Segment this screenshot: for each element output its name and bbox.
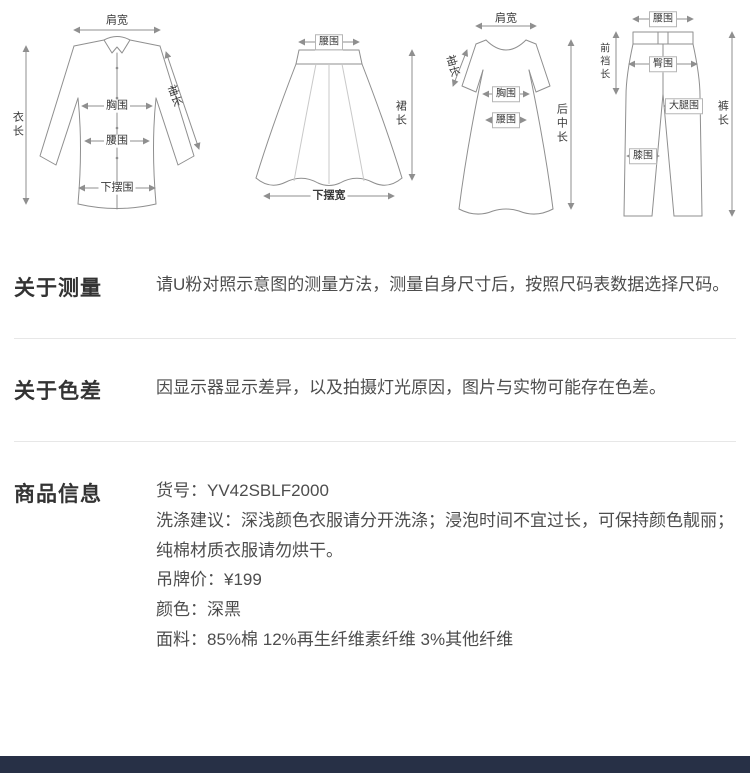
section-product-info-heading: 商品信息: [14, 483, 102, 506]
shirt-hem-label: 下摆围: [98, 181, 136, 195]
shirt-shoulder-label: 肩宽: [106, 14, 128, 27]
shirt-chest-label: 胸围: [104, 99, 130, 113]
shirt-waist-label: 腰围: [104, 134, 130, 148]
pants-measure-diagram: 腰围 前裆长 臀围 大腿围 膝围 裤长: [588, 6, 738, 236]
section-color-difference: 关于色差 因显示器显示差异，以及拍摄灯光原因，图片与实物可能存在色差。: [0, 339, 750, 441]
skirt-measure-diagram: 腰围 裙长 下摆宽: [234, 6, 424, 236]
shirt-measure-diagram: 肩宽 衣长 胸围 腰围 下摆围 袖长: [11, 6, 227, 236]
divider: [14, 338, 736, 339]
dress-shoulder-label: 肩宽: [495, 12, 517, 25]
section-product-info-body: 货号：YV42SBLF2000 洗涤建议：深浅颜色衣服请分开洗涤；浸泡时间不宜过…: [156, 476, 736, 655]
size-guide-diagrams: 肩宽 衣长 胸围 腰围 下摆围 袖长 腰围 裙长 下摆宽: [0, 0, 750, 236]
measurement-text: 请U粉对照示意图的测量方法，测量自身尺寸后，按照尺码表数据选择尺码。: [156, 275, 730, 294]
section-measurement: 关于测量 请U粉对照示意图的测量方法，测量自身尺寸后，按照尺码表数据选择尺码。: [0, 236, 750, 338]
section-color-difference-heading: 关于色差: [14, 380, 102, 403]
skirt-outline-svg: [255, 38, 416, 200]
pants-length-label: 裤长: [716, 100, 729, 128]
dress-chest-label: 胸围: [492, 86, 520, 102]
skirt-waist-label: 腰围: [315, 34, 343, 50]
product-info-fabric: 面料：85%棉 12%再生纤维素纤维 3%其他纤维: [156, 629, 514, 649]
shirt-outline-svg: [22, 26, 201, 210]
shirt-length-label: 衣长: [11, 111, 24, 139]
section-measurement-body: 请U粉对照示意图的测量方法，测量自身尺寸后，按照尺码表数据选择尺码。: [156, 270, 736, 300]
dress-back-length-label: 后中长: [555, 103, 568, 145]
product-info-washing: 洗涤建议：深浅颜色衣服请分开洗涤；浸泡时间不宜过长，可保持颜色靓丽；纯棉材质衣服…: [156, 510, 734, 560]
skirt-hem-width-label: 下摆宽: [310, 189, 348, 203]
product-info-item-number: 货号：YV42SBLF2000: [156, 481, 329, 500]
color-difference-text: 因显示器显示差异，以及拍摄灯光原因，图片与实物可能存在色差。: [156, 378, 666, 397]
pants-hip-label: 臀围: [649, 56, 677, 72]
pants-knee-label: 膝围: [629, 148, 657, 164]
pants-front-rise-label: 前裆长: [597, 42, 609, 82]
section-product-info: 商品信息 货号：YV42SBLF2000 洗涤建议：深浅颜色衣服请分开洗涤；浸泡…: [0, 442, 750, 691]
dress-waist-label: 腰围: [492, 112, 520, 128]
product-info-tag-price: 吊牌价：¥199: [156, 570, 262, 590]
section-measurement-heading: 关于测量: [14, 277, 102, 300]
pants-thigh-label: 大腿围: [665, 98, 703, 114]
skirt-length-label: 裙长: [394, 100, 407, 128]
dress-measure-diagram: 肩宽 胸围 腰围 袖长 后中长: [431, 6, 581, 236]
product-info-color: 颜色：深黑: [156, 600, 241, 619]
section-color-difference-body: 因显示器显示差异，以及拍摄灯光原因，图片与实物可能存在色差。: [156, 373, 736, 403]
footer-bar: [0, 756, 750, 773]
divider: [14, 441, 736, 442]
pants-waist-label: 腰围: [649, 11, 677, 27]
